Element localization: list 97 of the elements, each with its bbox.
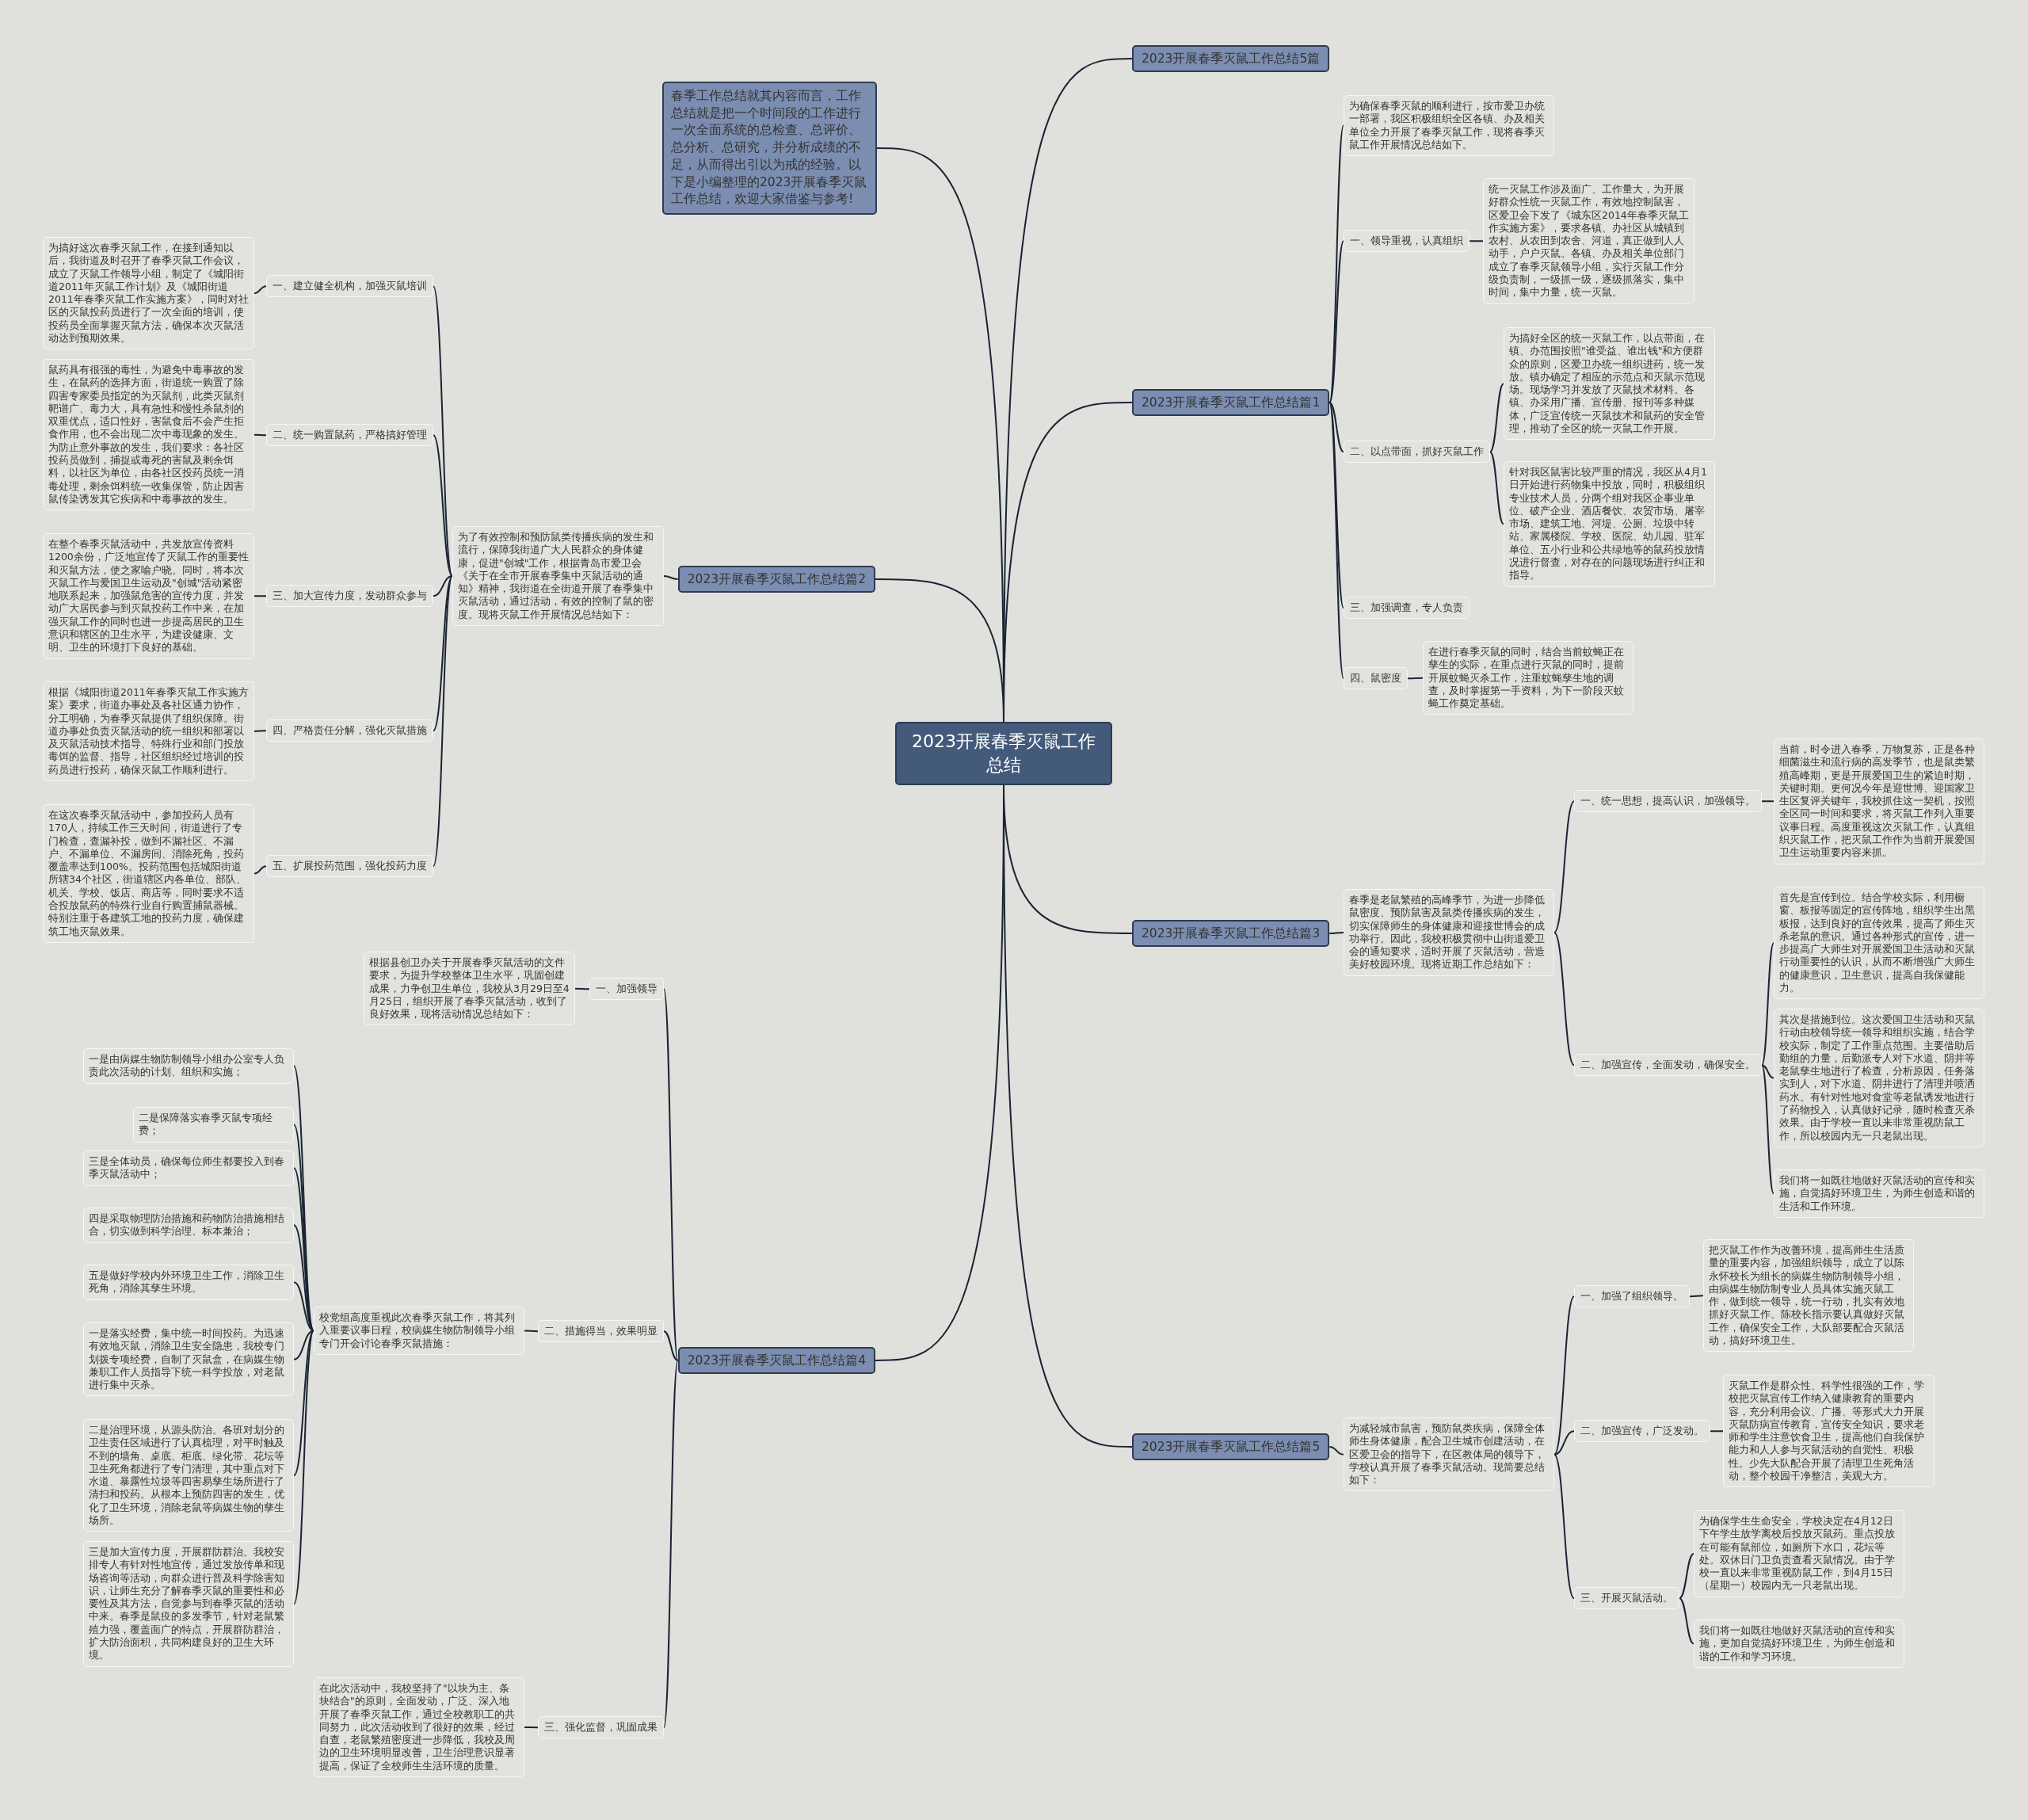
connector-line [1679,1552,1694,1600]
connector-line [293,1330,314,1360]
text-card: 首先是宣传到位。结合学校实际，利用橱窗、板报等固定的宣传阵地，组织学生出黑板报，达到良好的宣传效果，提高了师生灭杀老鼠的意识。通过各种形式的宣传，进一步提高广大师生对开展爱国卫生活动和灭鼠行动重要性的认识，从而不断增强广大师生的健康意识，卫生意识，提高自我保健能力。 [1774,887,1984,1000]
topic-box: 2023开展春季灭鼠工作总结5篇 [1132,45,1330,72]
connector-line [524,1727,539,1729]
connector-line [293,1281,314,1332]
summary-box: 春季工作总结就其内容而言，工作总结就是把一个时间段的工作进行一次全面系统的总检查、总评价、总分析、总研究，并分析成绩的不足，从而得出引以为戒的经验。以下是小编整理的2023开展春季灭鼠工作总结，欢迎大家借鉴与参考! [662,82,877,215]
central-topic: 2023开展春季灭鼠工作总结 [895,722,1112,785]
connector-line [1407,677,1424,680]
connector-line [1710,1430,1724,1433]
text-card: 一是由病媒生物防制领导小组办公室专人负责此次活动的计划、组织和实施； [83,1048,294,1084]
connector-line [574,987,590,990]
text-card: 根据《城阳街道2011年春季灭鼠工作实施方案》要求，街道办事处及各社区通力协作，分工明确，为春季灭鼠提供了组织保障。街道办事处负责灭鼠活动的统一组织和部署以及灭鼠活动技术指导、特殊行业和部门投放毒饵的监督、指导，社区组织经过培训的投药员进行投药，确保灭鼠工作顺利进行。 [43,681,254,782]
connector-line [1553,931,1575,1066]
topic-box: 2023开展春季灭鼠工作总结篇1 [1132,389,1330,416]
text-card: 四是采取物理防治措施和药物防治措施相结合，切实做到科学治理、标本兼治； [83,1208,294,1243]
connector-line [254,285,267,295]
text-card: 为搞好这次春季灭鼠工作，在接到通知以后，我街道及时召开了春季灭鼠工作会议，成立了灭鼠工作领导小组，制定了《城阳街道2011年灭鼠工作计划》及《城阳街道2011年春季灭鼠工作实施方案》，同时对社区的灭鼠投药员进行了一次全面的培训，使投药员全面掌握灭鼠方法，确保本次灭鼠活动达到预期效果。 [43,237,254,350]
branch-label: 四、严格责任分解，强化灭鼠措施 [266,719,433,742]
connector-line [1553,1295,1575,1456]
text-card: 校党组高度重视此次春季灭鼠工作，将其列入重要议事日程，校病媒生物防制领导小组专门开会讨论春季灭鼠措施： [314,1307,524,1355]
text-card: 灭鼠工作是群众性、科学性很强的工作，学校把灭鼠宣传工作纳入健康教育的重要内容，充分利用会议、广播、等形式大力开展灭鼠防病宣传教育，宣传安全知识，要求老师和学生注意饮食卫生，提高他们自我保护能力和人人参与灭鼠活动的自觉性、积极性。少先大队配合开展了清理卫生死角活动，整个校园干净整洁，美观大方。 [1723,1375,1935,1488]
text-card: 在此次活动中，我校坚持了"以块为主、条块结合"的原则，全面发动，广泛、深入地开展了春季灭鼠工作，通过全校教职工的共同努力，此次活动收到了很好的效果，经过自查，老鼠繁殖密度进一步降低，我校及周边的卫生环境明显改善，卫生治理意识显著提高，保证了全校师生生活环境的质量。 [314,1677,524,1778]
branch-label: 三、开展灭鼠活动。 [1574,1587,1679,1610]
connector-line [433,575,453,868]
connector-line [524,1330,539,1333]
topic-box: 2023开展春季灭鼠工作总结篇4 [677,1347,875,1374]
connector-line [1761,1064,1774,1079]
connector-line [875,578,1004,723]
branch-label: 二、加强宣传，广泛发动。 [1574,1420,1710,1443]
text-card: 二是治理环境，从源头防治。各班对划分的卫生责任区域进行了认真梳理，对平时触及不到的墙角、桌底、柜底、绿化带、花坛等卫生死角都进行了专门清理，其中重点对下水道、暴露性垃圾等四害易孳生场所进行了清扫和投药。从根本上预防四害的发生，优化了卫生环境，消除老鼠等病媒生物的孳生场所。 [83,1419,294,1532]
connector-line [1328,402,1344,453]
branch-label: 一、加强了组织领导。 [1574,1285,1690,1308]
connector-line [254,730,267,733]
text-card: 为搞好全区的统一灭鼠工作，以点带面，在镇、办范围按照"谁受益、谁出钱"和方便群众的原则，区爱卫办统一组织进药，统一发放。镇办确定了相应的示范点和灭鼠示范现场。现场学习并发放了灭鼠技术材料。各镇、办采用广播、宣传册、报刊等多种媒体，广泛宣传统一灭鼠技术和鼠药的安全管理，推动了全区的统一灭鼠工作开展。 [1504,327,1715,441]
branch-label: 三、加大宣传力度，发动群众参与 [266,585,433,608]
text-card: 为确保学生生命安全，学校决定在4月12日下午学生放学离校后投放灭鼠药。重点投放在可能有鼠部位，如厕所下水口，花坛等处。双休日门卫负责查看灭鼠情况。由于学校一直以来非常重视防鼠工作，到4月15日（星期一）校园内无一只老鼠出现。 [1694,1510,1904,1597]
branch-label: 三、强化监督，巩固成果 [538,1716,664,1739]
text-card: 鼠药具有很强的毒性，为避免中毒事故的发生，在鼠药的选择方面，街道统一购置了除四害专家委员指定的为灭鼠剂，此类灭鼠剂靶谱广、毒力大，具有急性和慢性杀鼠剂的双重优点，适口性好，害鼠食后不会产生拒食作用，也不会出现二次中毒现象的发生。为防止意外事故的发生，我们要求：各社区投药员做到，捕捉或毒死的害鼠及剩余饵料，以社区为单位，由各社区投药员统一消毒处理，剩余饵料统一收集保管，防止因害鼠传染诱发其它疾病和中毒事故的发生。 [43,359,254,511]
branch-label: 三、加强调查，专人负责 [1344,597,1470,620]
connector-line [1761,942,1774,1066]
connector-line [1328,931,1344,934]
branch-label: 一、加强领导 [589,978,664,1001]
branch-label: 四、鼠密度 [1344,667,1408,690]
text-card: 其次是措施到位。这次爱国卫生活动和灭鼠行动由校领导统一领导和组织实施，结合学校实际，制定了工作重点范围。主要借助后勤组的力量，后勤派专人对下水道、阴井等老鼠孳生地进行了检查，分析原因，任务落实到人，对下水道、阴井进行了清理并喷洒药水。有针对性地对食堂等老鼠诱发地进行了药物投入，认真做好记录，随时检查灭杀效果。由于学校一直以来非常重视防鼠工作，所以校园内无一只老鼠出现。 [1774,1009,1984,1147]
connector-line [1328,1446,1344,1456]
connector-line [1328,240,1344,403]
branch-label: 五、扩展投药范围，强化投药力度 [266,855,433,878]
text-card: 一是落实经费，集中统一时间投药。为迅速有效地灭鼠，消除卫生安全隐患，我校专门划拨专项经费，自制了灭鼠盒，在病媒生物兼职工作人员指导下统一科学投放，对老鼠进行集中灭杀。 [83,1322,294,1397]
connector-line [1553,800,1575,933]
connector-line [433,434,453,578]
text-card: 为了有效控制和预防鼠类传播疾病的发生和流行，保障我街道广大人民群众的身体健康，促进"创城"工作，根据青岛市爱卫会《关于在全市开展春季集中灭鼠活动的通知》精神，我街道在全街道开展了春季集中灭鼠活动，通过活动，有效的控制了鼠的密度。现将灭鼠工作开展情况总结如下： [452,526,664,627]
topic-box: 2023开展春季灭鼠工作总结篇5 [1132,1433,1330,1460]
connector-line [254,595,267,597]
text-card: 在整个春季灭鼠活动中，共发放宣传资料1200余份，广泛地宣传了灭鼠工作的重要性和灭鼠方法，使之家喻户晓。同时，将本次灭鼠工作与爱国卫生运动及"创城"活动紧密地联系起来，加强鼠危害的宣传力度，并发动广大居民参与到灭鼠投药工作中来，在加强灭鼠工作的同时也进一步提高居民的卫生意识和辖区的卫生水平，为建设健康、文明、卫生的环境打下良好的基础。 [43,533,254,659]
text-card: 为减轻城市鼠害，预防鼠类疾病，保障全体师生身体健康，配合卫生城市创建活动，在区爱卫会的指导下，在区教体局的领导下，学校认真开展了春季灭鼠活动。现简要总结如下： [1344,1417,1554,1492]
connector-line [1489,383,1504,453]
connector-line [1489,451,1504,525]
connector-line [254,865,267,875]
connector-line [1553,1430,1575,1456]
branch-label: 一、建立健全机构，加强灭鼠培训 [266,275,433,298]
connector-line [293,1330,314,1605]
branch-label: 一、领导重视，认真组织 [1344,230,1470,253]
text-card: 我们将一如既往地做好灭鼠活动的宣传和实施，自觉搞好环境卫生，为师生创造和谐的生活和工作环境。 [1774,1169,1984,1218]
text-card: 三是全体动员，确保每位师生都要投入到春季灭鼠活动中； [83,1150,294,1186]
text-card: 春季是老鼠繁殖的高峰季节，为进一步降低鼠密度、预防鼠害及鼠类传播疾病的发生，切实保障师生的身体健康和迎接世博会的成功举行。因此，我校积极贯彻中山街道爱卫会的通知要求，适时开展了灭鼠活动，营造美好校园环境。现将近期工作总结如下： [1344,889,1554,976]
connector-line [1761,800,1774,803]
connector-line [663,575,679,580]
branch-label: 二、措施得当，效果明显 [538,1320,664,1343]
connector-line [1469,240,1484,242]
text-card: 五是做好学校内外环境卫生工作，消除卫生死角，消除其孳生环境。 [83,1265,294,1300]
connector-line [293,1330,314,1477]
topic-box: 2023开展春季灭鼠工作总结篇3 [1132,920,1330,947]
text-card: 根据县创卫办关于开展春季灭鼠活动的文件要求，为提升学校整体卫生水平，巩固创建成果，力争创卫生单位，我校从3月29日至4月25日，组织开展了春季灭鼠活动，收到了良好效果，现将活动情况总结如下： [364,952,575,1026]
text-card: 二是保障落实春季灭鼠专项经费； [133,1107,294,1143]
connector-line [1689,1295,1704,1298]
branch-label: 二、以点带面，抓好灭鼠工作 [1344,441,1490,464]
connector-line [1553,1453,1575,1600]
connector-line [663,1330,679,1361]
text-card: 我们将一如既往地做好灭鼠活动的宣传和实施，更加自觉搞好环境卫生，为师生创造和谐的工作和学习环境。 [1694,1620,1904,1668]
text-card: 三是加大宣传力度，开展群防群治。我校安排专人有针对性地宣传，通过发放传单和现场咨询等活动，向群众进行普及科学除害知识，让师生充分了解春季灭鼠的重要性和必要性及其方法，自觉参与到春季灭鼠的活动中来。春季是鼠疫的多发季节，针对老鼠繁殖力强，覆盖面广的特点，开展群防群治，扩大防治面积，共同构建良好的卫生大环境。 [83,1541,294,1667]
branch-label: 二、加强宣传，全面发动，确保安全。 [1574,1054,1762,1077]
text-card: 当前，时令进入春季，万物复苏，正是各种细菌滋生和流行病的高发季节，也是鼠类繁殖高峰期，更是开展爱国卫生的紧迫时期，关键时期。更何况今年是迎世博、迎国家卫生区复评关键年，我校抓住这一契机，按照全区同一时间和要求，将灭鼠工作列入重要议事日程。高度重视这次灭鼠工作，认真组织灭鼠工作，把灭鼠工作作为当前开展爱国卫生运动重要内容来抓。 [1774,738,1984,864]
text-card: 在这次春季灭鼠活动中，参加投药人员有170人，持续工作三天时间，街道进行了专门检查，查漏补投，做到不漏社区、不漏户、不漏单位、不漏房间、消除死角，投药覆盖率达到100%。投药范围包括城阳街道所辖34个社区，街道辖区内各单位、部队、机关、学校、饭店、商店等，同时要求不适合投放鼠药的特殊行业自行购置捕鼠器械。特别注重于各建筑工地的投药力度，确保建筑工地灭鼠效果。 [43,804,254,943]
connector-line [1679,1597,1694,1645]
connector-line [433,575,453,732]
connector-line [254,433,267,437]
connector-line [433,575,453,597]
text-card: 把灭鼠工作作为改善环境，提高师生生活质量的重要内容，加强组织领导，成立了以陈永怀校长为组长的病媒生物防制领导小组，由病媒生物防制专业人员具体实施灭鼠工作，做到统一领导，统一行动，扎实有效地抓好灭鼠工作。陈校长指示要认真做好灭鼠工作，确保安全工作，大队部要配合灭鼠活动，搞好环境卫生。 [1703,1239,1914,1353]
connector-line [1761,1064,1774,1195]
topic-box: 2023开展春季灭鼠工作总结篇2 [677,566,875,593]
text-card: 为确保春季灭鼠的顺利进行，按市爱卫办统一部署，我区积极组织全区各镇、办及相关单位全力开展了春季灭鼠工作，现将春季灭鼠工作开展情况总结如下。 [1344,95,1554,157]
text-card: 统一灭鼠工作涉及面广、工作量大，为开展好群众性统一灭鼠工作，有效地控制鼠害，区爱卫会下发了《城东区2014年春季灭鼠工作实施方案》，要求各镇、办社区从城镇到农村、从农田到农舍、河道，真正做到人人动手，户户灭鼠。各镇、办及相关单位部门成立了春季灭鼠领导小组，实行灭鼠工作分级负责制，一级抓一级，逐级抓落实，集中时间，集中力量，统一灭鼠。 [1483,178,1694,304]
text-card: 针对我区鼠害比较严重的情况，我区从4月1日开始进行药物集中投放，同时，积极组织专业技术人员，分两个组对我区企事业单位、破产企业、酒店餐饮、农贸市场、屠宰市场、建筑工地、河堤、公厕、垃圾中转站、家属楼院、学校、医院、幼儿园、驻军单位、五小行业和公共绿地等的鼠药投放情况进行督查，对存在的问题现场进行纠正和指导。 [1504,461,1715,587]
branch-label: 一、统一思想，提高认识，加强领导。 [1574,790,1762,813]
text-card: 在进行春季灭鼠的同时，结合当前蚊蝇正在孳生的实际，在重点进行灭鼠的同时，提前开展蚊蝇灭杀工作，注重蚊蝇孳生地的调查，及时掌握第一手资料，为下一阶段灭蚊蝇工作奠定基础。 [1423,641,1633,715]
branch-label: 二、统一购置鼠药，严格搞好管理 [266,424,433,447]
